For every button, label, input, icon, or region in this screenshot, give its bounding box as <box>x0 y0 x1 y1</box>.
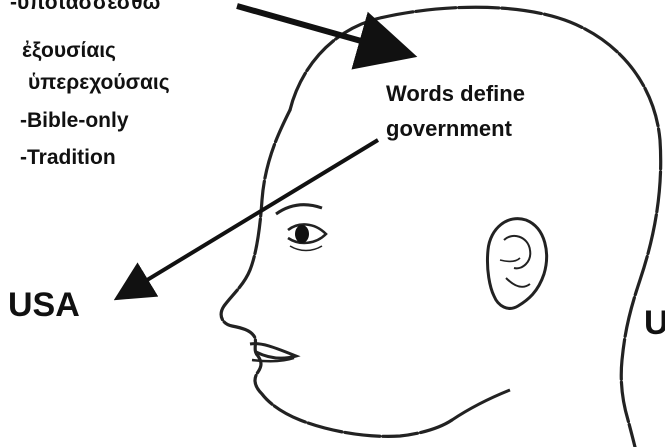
ear <box>487 219 546 309</box>
pupil <box>295 225 309 243</box>
greek-label-cut: -ὑποτασσέσθω <box>10 0 160 13</box>
tradition-label: -Tradition <box>20 147 116 168</box>
bible-only-label: -Bible-only <box>20 110 129 131</box>
usa-label: USA <box>8 288 80 322</box>
neck <box>452 390 510 420</box>
greek-label-line1: ἐξουσίαις <box>22 40 116 61</box>
arrow-icon <box>237 6 400 52</box>
head-outline <box>290 7 661 447</box>
usa-label-cut: U <box>644 306 665 340</box>
greek-label-line2: ὑπερεχούσαις <box>28 72 170 93</box>
words-define-label: Words define <box>386 83 525 105</box>
government-label: government <box>386 118 512 140</box>
eyebrow <box>276 205 322 214</box>
face-profile <box>221 110 452 436</box>
